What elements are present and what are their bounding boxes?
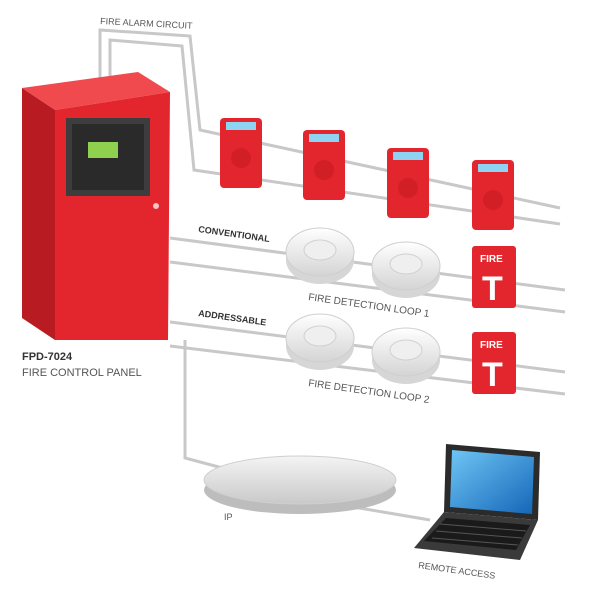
fire-control-panel-icon <box>22 72 170 340</box>
alarm-circuit-label: FIRE ALARM CIRCUIT <box>100 16 193 31</box>
ip-wire <box>183 340 231 472</box>
panel-name-label: FIRE CONTROL PANEL <box>22 367 142 379</box>
horn-strobe-icon <box>387 148 429 218</box>
pull-station-handle: T <box>482 270 503 308</box>
horn-strobe-icon <box>472 160 514 230</box>
conventional-label: CONVENTIONAL <box>198 224 271 244</box>
pull-station-fire-text: FIRE <box>480 254 503 265</box>
smoke-detector-icon <box>371 241 441 298</box>
pull-station-icon: FIRE T <box>472 332 516 394</box>
smoke-detector-icon <box>285 227 355 284</box>
laptop-icon <box>414 444 540 560</box>
horn-strobe-icon <box>303 130 345 200</box>
smoke-detector-icon <box>285 313 355 370</box>
remote-access-label: REMOTE ACCESS <box>418 560 496 581</box>
pull-station-handle: T <box>482 356 503 394</box>
addressable-label: ADDRESSABLE <box>198 308 267 327</box>
smoke-detector-icon <box>371 327 441 384</box>
ip-label: IP <box>224 512 233 522</box>
pull-station-fire-text: FIRE <box>480 340 503 351</box>
pull-station-icon: FIRE T <box>472 246 516 308</box>
panel-model-label: FPD-7024 <box>22 351 73 363</box>
horn-strobe-icon <box>220 118 262 188</box>
ip-hub-icon <box>203 455 397 514</box>
